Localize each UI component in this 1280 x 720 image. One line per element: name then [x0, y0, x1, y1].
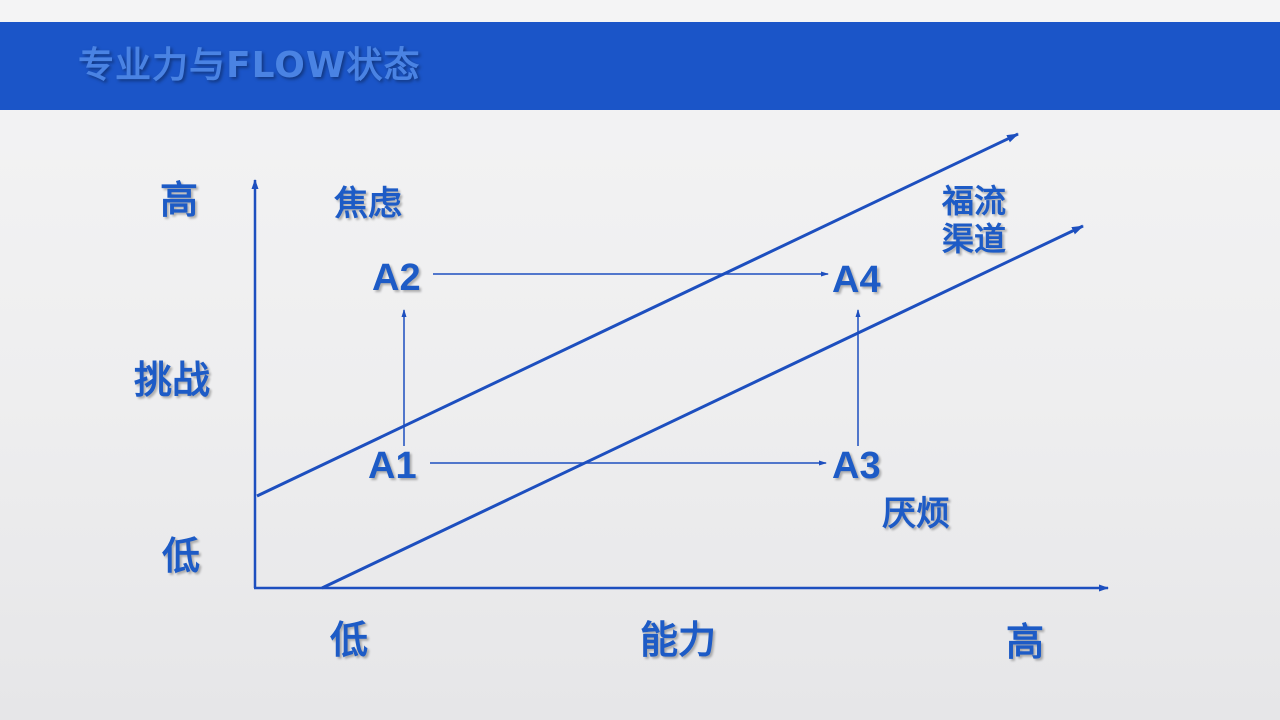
flow-channel-label-line1: 福流: [942, 182, 1007, 220]
anxiety-zone-label: 焦虑: [334, 184, 402, 224]
node-a1: A1: [368, 445, 417, 487]
flow-channel-label-line2: 渠道: [942, 220, 1007, 258]
x-axis-high-label: 高: [1006, 620, 1045, 664]
y-axis-high-label: 高: [160, 178, 199, 222]
node-a3: A3: [832, 445, 881, 487]
y-axis-title: 挑战: [134, 358, 211, 402]
x-axis-low-label: 低: [330, 618, 369, 662]
page-title: 专业力与FLOW状态: [78, 45, 421, 86]
boredom-zone-label: 厌烦: [882, 494, 950, 534]
node-a2: A2: [372, 257, 421, 299]
y-axis-low-label: 低: [162, 534, 201, 578]
flow-channel-upper-line: [256, 132, 1019, 498]
node-a4: A4: [832, 259, 881, 301]
flow-channel-lower-line: [321, 224, 1084, 590]
title-bar: 专业力与FLOW状态: [0, 22, 1280, 110]
x-axis-title: 能力: [640, 618, 717, 662]
